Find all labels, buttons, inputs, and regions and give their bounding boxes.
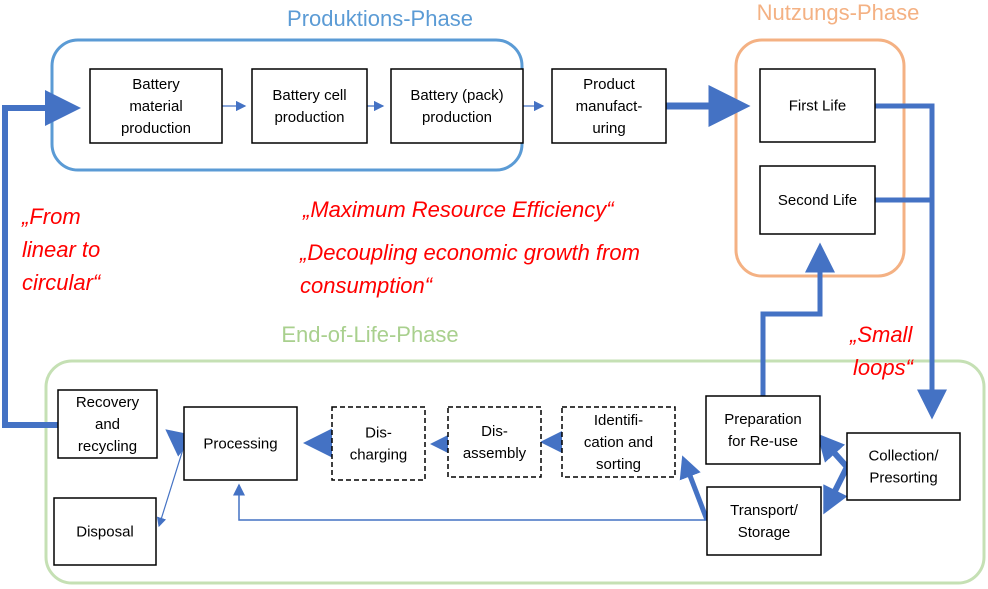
box-label: Second Life bbox=[778, 192, 857, 209]
box-disposal: Disposal bbox=[53, 497, 157, 566]
box-label: production bbox=[422, 109, 492, 126]
box-battery-pack: Battery (pack) production bbox=[390, 68, 524, 144]
slogan-linear-to-circular: „From linear to circular“ bbox=[21, 204, 102, 295]
box-frame bbox=[57, 389, 158, 459]
eol-phase-title: End-of-Life-Phase bbox=[281, 322, 458, 347]
slogan-line: „Small bbox=[849, 322, 913, 347]
slogan-line: circular“ bbox=[22, 270, 102, 295]
production-phase-title: Produktions-Phase bbox=[287, 6, 473, 31]
box-label: material bbox=[129, 98, 182, 115]
connectors bbox=[2, 85, 947, 528]
box-frame bbox=[759, 165, 876, 235]
box-frame bbox=[759, 68, 876, 143]
box-first-life: First Life bbox=[759, 68, 876, 143]
slogan-decoupling: „Decoupling economic growth from consump… bbox=[299, 240, 640, 298]
box-frame bbox=[251, 68, 368, 144]
box-frame bbox=[706, 486, 822, 556]
slogan-line: „From bbox=[21, 204, 81, 229]
box-collection: Collection/Presorting bbox=[846, 432, 961, 501]
box-identification: Identifi-cation and sorting bbox=[561, 406, 676, 478]
box-frame bbox=[89, 68, 223, 144]
arrow-preparation-to-secondlife bbox=[760, 242, 835, 396]
slogan-small-loops: „Small loops“ bbox=[849, 322, 915, 380]
box-label: charging bbox=[350, 447, 408, 464]
box-label: uring bbox=[592, 120, 625, 137]
slogan-line: „Decoupling economic growth from bbox=[299, 240, 640, 265]
box-frame bbox=[705, 395, 821, 465]
process-boxes: Battery material production Battery cell pro… bbox=[53, 68, 961, 566]
box-label: Disposal bbox=[76, 524, 134, 541]
box-transport: Transport/Storage bbox=[706, 486, 822, 556]
box-frame bbox=[390, 68, 524, 144]
slogan-line: linear to bbox=[22, 237, 100, 262]
box-label: Storage bbox=[738, 524, 791, 541]
box-label: production bbox=[121, 120, 191, 137]
arrow-recovery-to-material bbox=[2, 90, 81, 428]
box-frame bbox=[183, 406, 298, 481]
box-preparation: Preparation for Re-use bbox=[705, 395, 821, 465]
slogan-line: consumption“ bbox=[300, 273, 434, 298]
box-label: and bbox=[95, 416, 120, 433]
box-label: assembly bbox=[463, 445, 527, 462]
box-frame bbox=[846, 432, 961, 501]
box-label: cation and bbox=[584, 434, 653, 451]
box-battery-material: Battery material production bbox=[89, 68, 223, 144]
box-label: Battery bbox=[132, 76, 180, 93]
slogan-max-efficiency: „Maximum Resource Efficiency“ bbox=[302, 197, 615, 222]
box-frame bbox=[331, 406, 426, 481]
slogan-line: loops“ bbox=[853, 355, 915, 380]
arrow-processing-to-disposal bbox=[156, 445, 185, 528]
usage-phase-title: Nutzungs-Phase bbox=[757, 0, 920, 25]
box-label: Presorting bbox=[869, 470, 937, 487]
box-label: Dis- bbox=[365, 425, 392, 442]
arrow-firstlife-to-collection bbox=[875, 103, 947, 420]
box-label: Identifi- bbox=[594, 412, 643, 429]
box-label: Product bbox=[583, 76, 636, 93]
box-second-life: Second Life bbox=[759, 165, 876, 235]
box-label: Transport/ bbox=[730, 502, 799, 519]
box-label: First Life bbox=[789, 98, 847, 115]
box-frame bbox=[447, 406, 542, 478]
box-label: recycling bbox=[78, 438, 137, 455]
box-label: Dis- bbox=[481, 423, 508, 440]
box-discharging: Dis-charging bbox=[331, 406, 426, 481]
box-label: Processing bbox=[203, 436, 277, 453]
box-label: production bbox=[274, 109, 344, 126]
box-frame bbox=[551, 68, 667, 144]
box-label: for Re-use bbox=[728, 433, 798, 450]
box-product-manufacturing: Product manufact-uring bbox=[551, 68, 667, 144]
arrow-transport-to-processing bbox=[233, 483, 707, 521]
slogan-line: „Maximum Resource Efficiency“ bbox=[302, 197, 615, 222]
box-label: Battery cell bbox=[272, 87, 346, 104]
box-battery-cell: Battery cell production bbox=[251, 68, 368, 144]
box-label: Collection/ bbox=[868, 448, 939, 465]
box-label: manufact- bbox=[576, 98, 643, 115]
box-label: sorting bbox=[596, 456, 641, 473]
box-processing: Processing bbox=[183, 406, 298, 481]
box-frame bbox=[561, 406, 676, 478]
box-label: Preparation bbox=[724, 411, 802, 428]
box-label: Recovery bbox=[76, 394, 140, 411]
box-recovery: Recovery and recycling bbox=[57, 389, 158, 459]
arrow-collection-to-transport bbox=[823, 465, 850, 515]
box-disassembly: Dis-assembly bbox=[447, 406, 542, 478]
box-label: Battery (pack) bbox=[410, 87, 503, 104]
eol-phase-container bbox=[44, 359, 986, 585]
box-frame bbox=[53, 497, 157, 566]
arrow-collection-to-preparation bbox=[816, 433, 850, 470]
arrow-processing-to-recovery bbox=[165, 429, 195, 457]
arrow-transport-to-identification bbox=[679, 455, 710, 521]
